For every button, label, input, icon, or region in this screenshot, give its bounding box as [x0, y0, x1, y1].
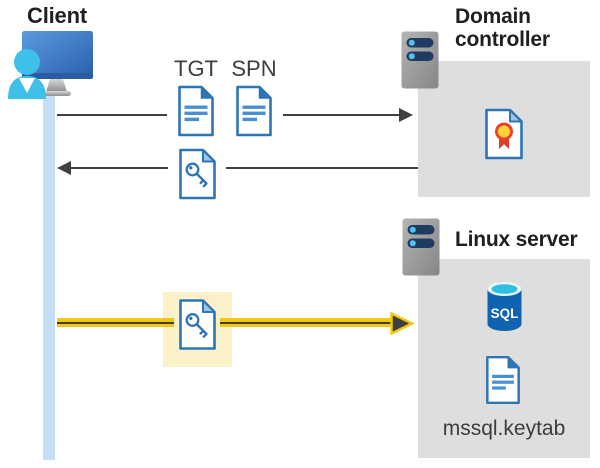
tgt-label: TGT [174, 56, 218, 81]
keytab-filename-label: mssql.keytab [442, 417, 566, 440]
monitor-screen [22, 31, 93, 79]
client-timeline-bar [43, 92, 55, 460]
key-ticket-wrapper [168, 144, 226, 204]
spn-ticket-wrapper [225, 83, 283, 139]
spn-label: SPN [231, 56, 277, 81]
keytab-key-document-icon [179, 299, 216, 350]
client-label: Client [27, 3, 87, 28]
sql-badge-text: SQL [491, 306, 519, 321]
spn-document-icon [236, 85, 272, 137]
person-collar [19, 78, 35, 93]
person-head [14, 49, 40, 75]
linux-server-label: Linux server [455, 228, 578, 251]
monitor-base [42, 91, 71, 96]
response-arrow-line [70, 167, 419, 169]
linux-server-icon [402, 218, 440, 276]
auth-arrow-core-left [57, 321, 174, 324]
monitor-stand [46, 79, 67, 92]
auth-arrow-core-right [220, 321, 392, 324]
domain-controller-server-icon [401, 31, 439, 89]
sql-database-icon: SQL [487, 282, 522, 331]
request-arrow-head [399, 107, 413, 122]
auth-arrow-head [390, 312, 415, 335]
tgt-document-icon [178, 85, 214, 137]
client-monitor-user-icon [8, 31, 93, 99]
monitor-bezel [22, 73, 93, 79]
key-document-icon [178, 148, 216, 200]
domain-controller-label: Domain controller [455, 5, 550, 51]
keytab-document-icon [486, 355, 520, 405]
certificate-document-icon [485, 108, 523, 160]
tgt-ticket-wrapper [167, 83, 225, 139]
response-arrow-head [57, 160, 71, 175]
